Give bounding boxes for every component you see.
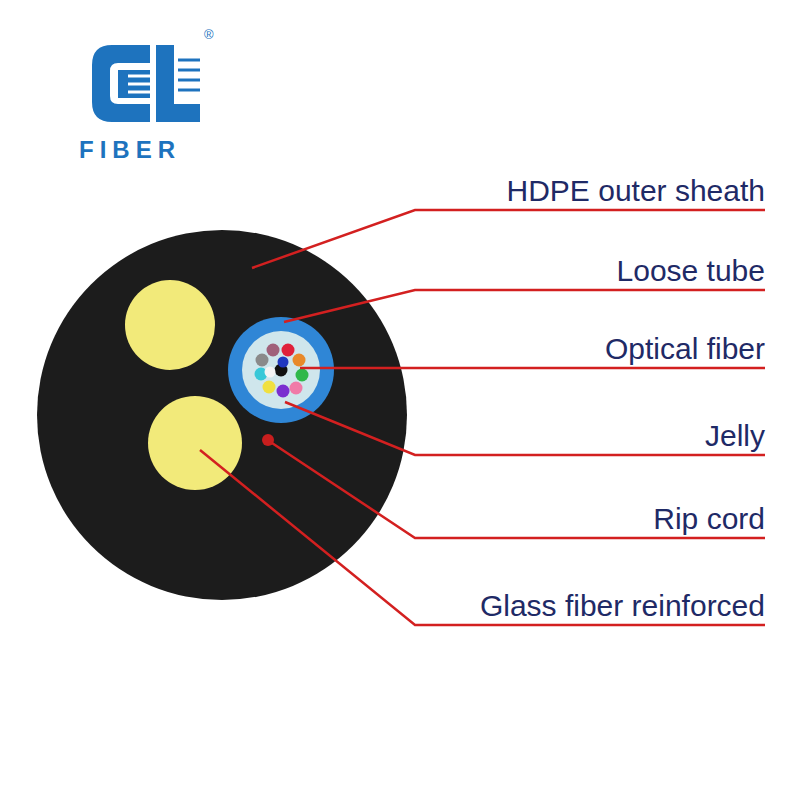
leader-lines bbox=[200, 210, 765, 625]
logo-text: FIBER bbox=[79, 138, 181, 162]
registered-mark: ® bbox=[204, 28, 214, 41]
part-label: Loose tube bbox=[617, 256, 765, 286]
strength-member bbox=[148, 396, 242, 490]
part-label: Jelly bbox=[705, 421, 765, 451]
part-label: HDPE outer sheath bbox=[507, 176, 765, 206]
part-label: Glass fiber reinforced bbox=[480, 591, 765, 621]
optical-fibers bbox=[255, 344, 309, 398]
logo-mark bbox=[92, 45, 200, 122]
part-label: Optical fiber bbox=[605, 334, 765, 364]
jelly-fill bbox=[242, 331, 320, 409]
loose-tube bbox=[228, 317, 334, 423]
outer-sheath bbox=[37, 230, 407, 600]
strength-member bbox=[125, 280, 215, 370]
part-label: Rip cord bbox=[653, 504, 765, 534]
